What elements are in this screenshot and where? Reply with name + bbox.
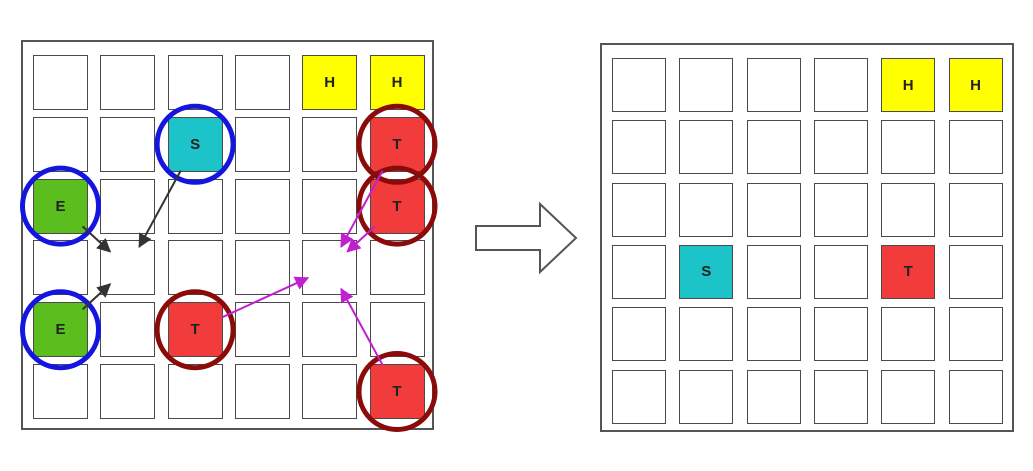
cell-h: H — [948, 58, 1003, 112]
grid-cell — [33, 240, 88, 296]
grid-cell — [167, 178, 223, 234]
grid-cell — [881, 307, 936, 362]
cell-t: T — [369, 364, 425, 419]
grid-cell — [679, 58, 734, 112]
grid-cell — [234, 364, 290, 419]
grid-cell — [948, 120, 1003, 175]
cell-t: T — [881, 244, 936, 299]
grid-cell — [302, 364, 358, 419]
grid-cell — [881, 369, 936, 424]
grid-cell — [167, 55, 223, 110]
grid-cell — [100, 55, 156, 110]
grid-cell — [612, 120, 666, 175]
grid-cell — [100, 364, 156, 419]
grid-cell — [369, 302, 425, 358]
grid-cell — [746, 244, 801, 299]
grid-cell — [813, 120, 868, 175]
grid-cell — [234, 55, 290, 110]
cell-t: T — [167, 302, 223, 358]
grid-cell — [234, 178, 290, 234]
cell-s: S — [679, 244, 734, 299]
grid-cell — [813, 244, 868, 299]
grid-cell — [813, 182, 868, 237]
grid-cell — [234, 302, 290, 358]
cell-h: H — [369, 55, 425, 110]
grid-cell — [612, 369, 666, 424]
grid-cell — [302, 240, 358, 296]
grid-cell — [948, 369, 1003, 424]
grid-cell — [234, 240, 290, 296]
grid-cell — [33, 364, 88, 419]
grid-cell — [100, 302, 156, 358]
grid-cell — [679, 369, 734, 424]
grid-cell — [612, 244, 666, 299]
grid-cell — [813, 369, 868, 424]
grid-cell — [948, 182, 1003, 237]
grid-cell — [679, 182, 734, 237]
grid-cell — [369, 240, 425, 296]
grid-cell — [100, 116, 156, 172]
grid-cell — [813, 58, 868, 112]
grid-cell — [679, 307, 734, 362]
grid-cell — [948, 307, 1003, 362]
grid-cell — [746, 182, 801, 237]
cell-t: T — [369, 178, 425, 234]
cell-e: E — [33, 302, 88, 358]
grid-cell — [746, 58, 801, 112]
grid-cell — [100, 240, 156, 296]
grid-cell — [746, 120, 801, 175]
right-hollow-arrow-icon — [475, 201, 578, 275]
grid-cell — [302, 116, 358, 172]
grid-cell — [302, 178, 358, 234]
cell-h: H — [302, 55, 358, 110]
grid-cell — [167, 240, 223, 296]
cell-t: T — [369, 116, 425, 172]
grid-cell — [612, 182, 666, 237]
grid-cell — [612, 307, 666, 362]
grid-cell — [679, 120, 734, 175]
grid-cell — [881, 120, 936, 175]
grid-cell — [813, 307, 868, 362]
cell-e: E — [33, 178, 88, 234]
grid-cell — [948, 244, 1003, 299]
grid-cell — [33, 116, 88, 172]
grid-cell — [881, 182, 936, 237]
grid-cell — [612, 58, 666, 112]
cell-h: H — [881, 58, 936, 112]
grid-cell — [746, 307, 801, 362]
grid-cell — [234, 116, 290, 172]
cell-s: S — [167, 116, 223, 172]
grid-cell — [167, 364, 223, 419]
grid-cell — [33, 55, 88, 110]
grid-cell — [302, 302, 358, 358]
grid-cell — [100, 178, 156, 234]
grid-cell — [746, 369, 801, 424]
